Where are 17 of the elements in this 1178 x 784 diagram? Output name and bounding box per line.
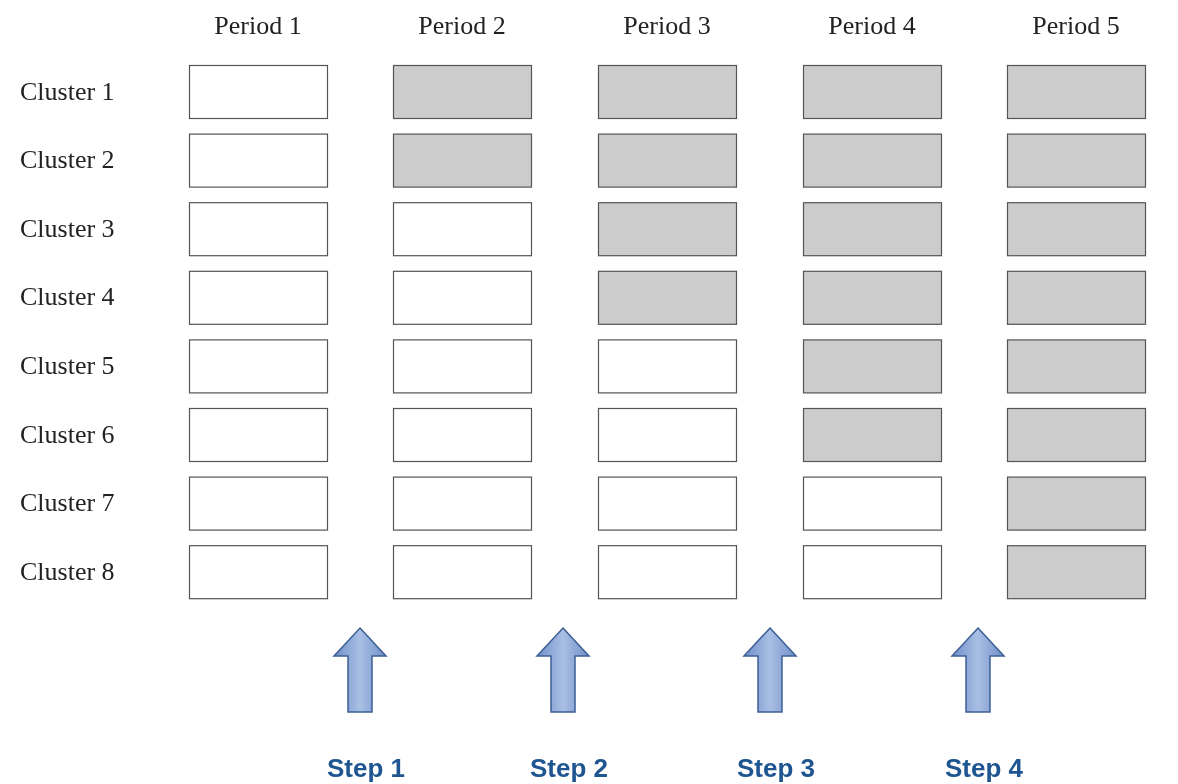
row-label: Cluster 7 xyxy=(20,490,115,517)
step-label: Step 3 xyxy=(737,755,815,781)
column-header: Period 1 xyxy=(214,13,302,39)
column-header: Period 4 xyxy=(828,13,916,39)
row-label: Cluster 5 xyxy=(20,352,115,379)
row-label: Cluster 6 xyxy=(20,421,115,448)
step-label: Step 4 xyxy=(945,755,1023,781)
row-label: Cluster 1 xyxy=(20,78,115,105)
column-header: Period 2 xyxy=(418,13,506,39)
column-header: Period 3 xyxy=(623,13,711,39)
step-label: Step 2 xyxy=(530,755,608,781)
row-label: Cluster 2 xyxy=(20,147,115,174)
row-label: Cluster 3 xyxy=(20,215,115,242)
row-label: Cluster 8 xyxy=(20,558,115,585)
row-label: Cluster 4 xyxy=(20,284,115,311)
column-header: Period 5 xyxy=(1032,13,1120,39)
step-label: Step 1 xyxy=(327,755,405,781)
